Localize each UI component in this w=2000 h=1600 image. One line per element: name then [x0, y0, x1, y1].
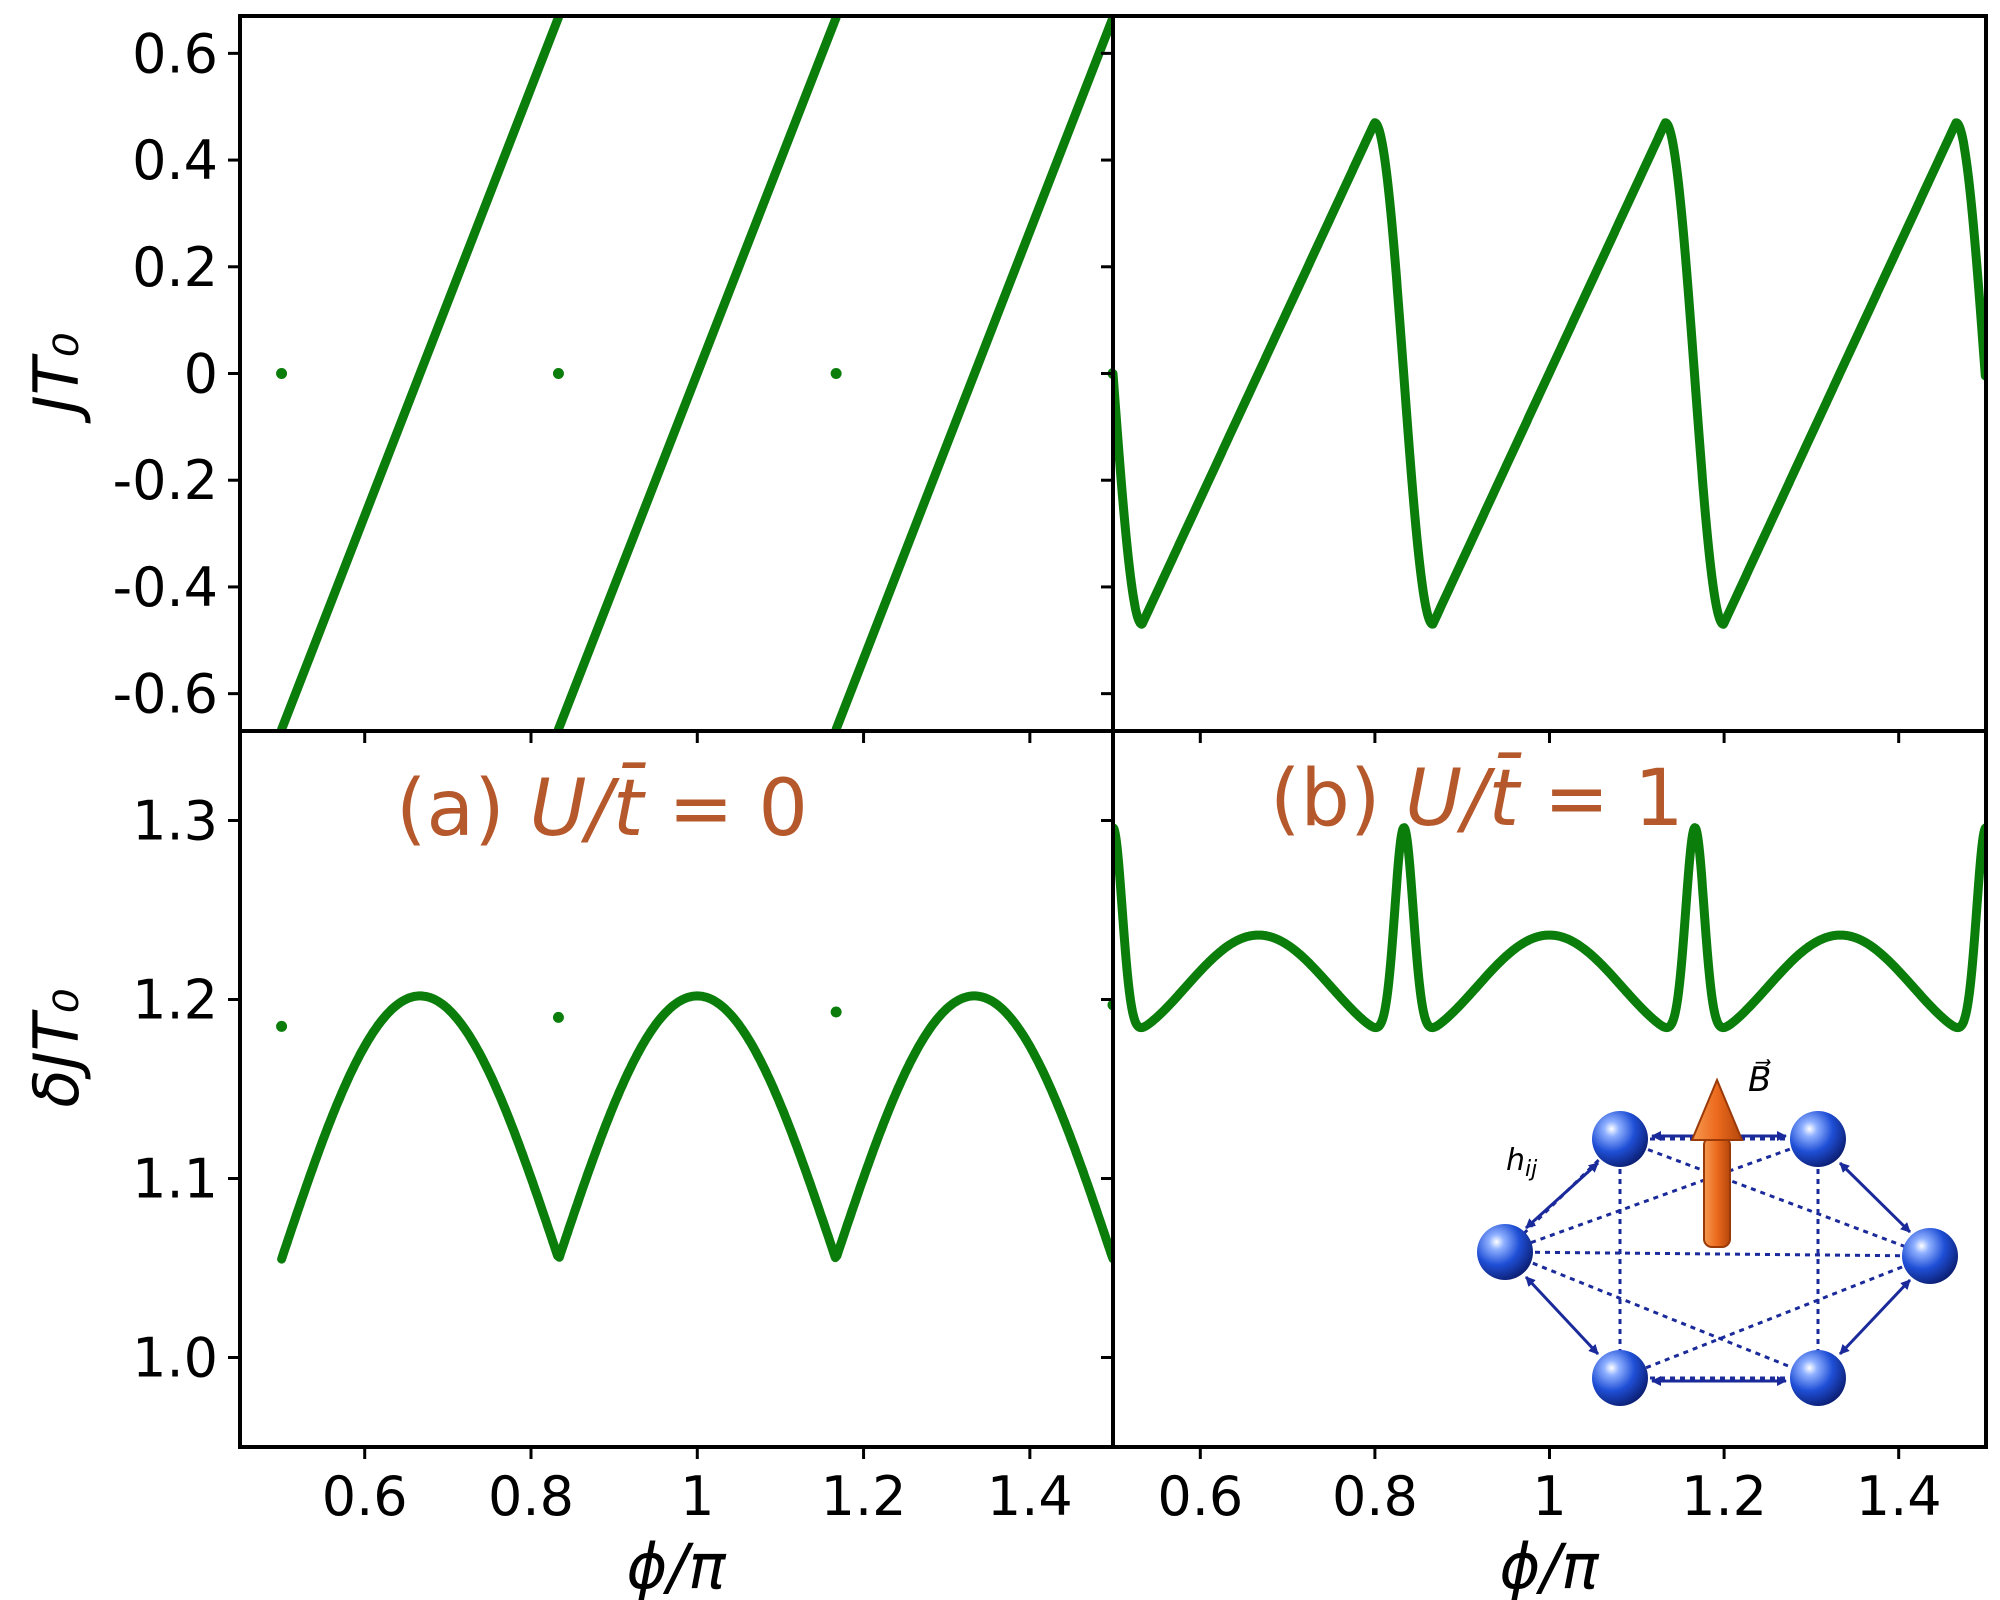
lattice-site	[1902, 1228, 1958, 1284]
panel-label-b-prefix: (b)	[1270, 754, 1405, 844]
data-series-line	[277, 991, 1113, 1264]
y-tick-label: -0.2	[113, 449, 218, 512]
y-tick-label: 1.2	[132, 969, 218, 1032]
y-tick-label: 1.3	[132, 790, 218, 853]
x-tick-label: 1.2	[1681, 1465, 1767, 1528]
y-tick-label: 0.2	[132, 236, 218, 299]
y-tick-label: -0.4	[113, 556, 218, 619]
panel-bottom-right	[1113, 823, 1986, 1033]
y-tick-label: -0.6	[113, 663, 218, 726]
lattice-site	[1477, 1224, 1533, 1280]
inset-sites	[1477, 1111, 1958, 1406]
x-axis-label-left: ϕ/π	[626, 1530, 727, 1600]
lattice-site	[1790, 1350, 1846, 1406]
panel-bottom-left	[276, 991, 1113, 1264]
x-tick-label: 1.2	[821, 1465, 907, 1528]
y-tick-labels-top: 0.6 0.4 0.2 0 -0.2 -0.4 -0.6	[113, 22, 218, 725]
data-series-line	[277, 16, 563, 731]
panel-label-a-value: = 0	[643, 764, 808, 854]
y-tick-labels-bottom: 1.3 1.2 1.1 1.0	[132, 790, 218, 1390]
data-series-line	[1113, 823, 1986, 1033]
frame-top-left	[238, 14, 1115, 733]
panel-label-b-value: = 1	[1519, 754, 1684, 844]
x-tick-label: 0.6	[1157, 1465, 1243, 1528]
data-marker	[830, 368, 842, 379]
panel-label-a-ratio: U/t̄	[529, 762, 646, 854]
y-axis-label-bottom: δJT₀	[20, 989, 93, 1108]
x-tick-label: 0.8	[1332, 1465, 1418, 1528]
lattice-inset: B⃗ hij	[1477, 1059, 1958, 1406]
y-tick-label: 1.0	[132, 1327, 218, 1390]
y-tick-label: 0	[184, 343, 218, 406]
panel-label-b: (b) U/t̄ = 1	[1270, 752, 1684, 844]
y-tick-label: 1.1	[132, 1148, 218, 1211]
x-tick-label: 0.8	[488, 1465, 574, 1528]
panel-label-a-prefix: (a)	[396, 764, 529, 854]
data-marker	[552, 1011, 564, 1023]
y-tick-label: 0.4	[132, 129, 218, 192]
x-tick-label: 1	[680, 1465, 714, 1528]
data-marker	[276, 368, 288, 379]
hopping-label-main: h	[1506, 1143, 1525, 1178]
lattice-site	[1592, 1111, 1648, 1167]
hopping-label-sub: ij	[1525, 1157, 1538, 1182]
panel-top-right	[1113, 118, 1986, 629]
x-tick-label: 1	[1532, 1465, 1566, 1528]
magnetic-field-label: B⃗	[1748, 1059, 1772, 1100]
data-series-line	[553, 16, 841, 731]
y-axis-label-top: JT₀	[20, 332, 93, 424]
x-axis-label-right: ϕ/π	[1499, 1530, 1600, 1600]
data-marker	[552, 368, 564, 379]
x-tick-label: 1.4	[1856, 1465, 1942, 1528]
x-tick-label: 1.4	[987, 1465, 1073, 1528]
lattice-site	[1790, 1111, 1846, 1167]
hopping-label: hij	[1506, 1143, 1538, 1182]
data-marker	[830, 1006, 842, 1018]
inset-nearest-bonds	[1524, 1131, 1912, 1386]
frame-bottom-right	[1111, 729, 1988, 1449]
lattice-site	[1592, 1350, 1648, 1406]
magnetic-field-arrow	[1690, 1077, 1744, 1248]
panel-label-b-ratio: U/t̄	[1405, 752, 1522, 844]
data-series-line	[1113, 118, 1986, 629]
panel-top-left	[276, 16, 1113, 731]
panel-label-a: (a) U/t̄ = 0	[396, 762, 808, 854]
data-series-line	[831, 16, 1113, 731]
x-tick-label: 0.6	[322, 1465, 408, 1528]
x-tick-labels-right: 0.6 0.8 1 1.2 1.4	[1157, 1465, 1941, 1528]
data-marker	[276, 1020, 288, 1032]
x-tick-labels-left: 0.6 0.8 1 1.2 1.4	[322, 1465, 1073, 1528]
y-tick-label: 0.6	[132, 22, 218, 85]
